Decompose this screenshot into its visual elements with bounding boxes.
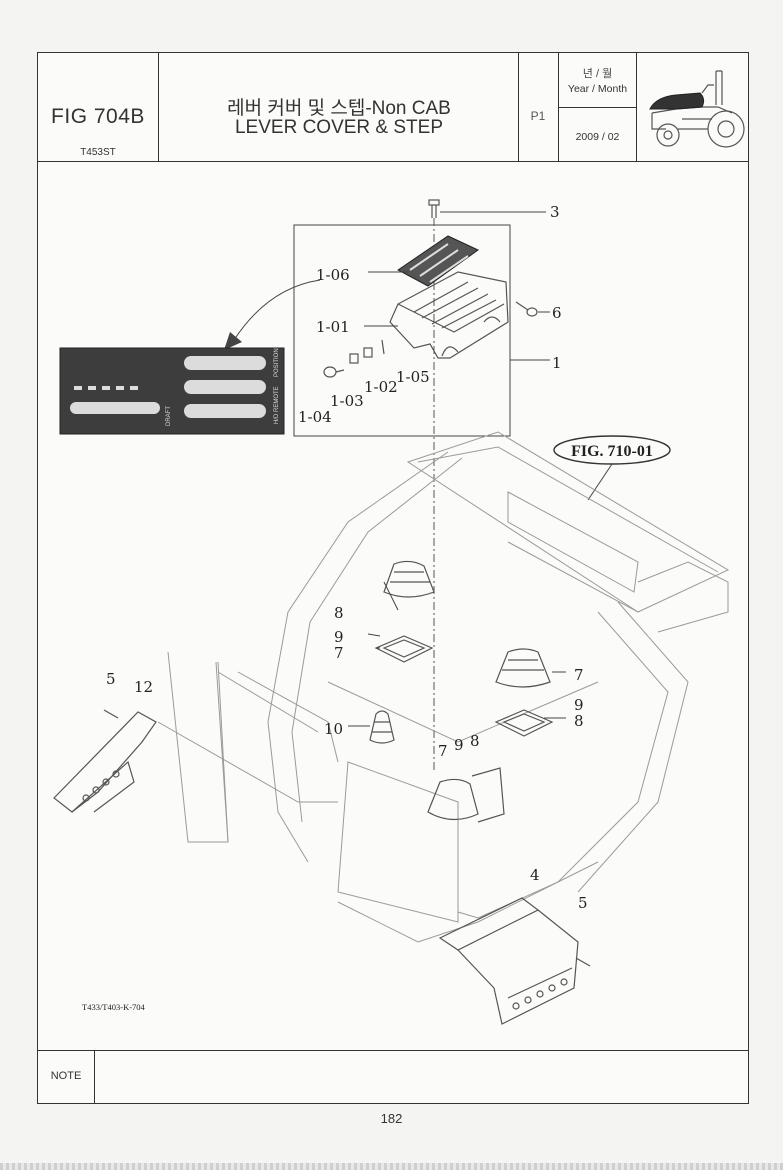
left-step-part (53, 709, 157, 813)
callout-9: 9 (454, 736, 464, 754)
header-col-divider (636, 53, 638, 161)
callout-1-03: 1-03 (330, 392, 364, 410)
callout-1-04: 1-04 (298, 408, 332, 426)
callout-9: 9 (574, 696, 584, 714)
figure-number: FIG 704B (51, 105, 145, 128)
tractor-icon (649, 70, 745, 148)
callout-7: 7 (334, 644, 344, 662)
callout-8: 8 (334, 604, 344, 622)
callout-1: 1 (552, 354, 562, 372)
callout-10: 10 (324, 720, 343, 738)
fig-reference-text: FIG. 710-01 (571, 443, 653, 460)
callout-6: 6 (552, 304, 562, 322)
title-english: LEVER COVER & STEP (234, 117, 443, 138)
callout-7: 7 (574, 666, 584, 684)
callout-12: 12 (134, 678, 153, 696)
title-korean: 레버 커버 및 스텝-Non CAB (227, 98, 451, 119)
year-month-label-korean: 년 / 월 (582, 68, 613, 80)
callout-5: 5 (106, 670, 116, 688)
note-label: NOTE (50, 1070, 82, 1082)
lever-boot-part (495, 648, 551, 688)
bolt-part (515, 301, 538, 317)
page-code: P1 (530, 109, 546, 123)
note-divider (38, 1050, 748, 1052)
decal-draft-label: DRAFT (166, 406, 172, 426)
small-boot-part (369, 710, 395, 744)
lever-guide-plate (397, 235, 479, 287)
parts-diagram: POSITION DRAFT H/D REMOTE FIG. 710-01 (53, 199, 730, 1025)
note-col-divider (94, 1050, 96, 1103)
callout-leaders (348, 211, 566, 727)
scan-edge (0, 1163, 783, 1170)
boot-seal-plate (494, 709, 554, 737)
lever-boot-part (383, 560, 435, 598)
drawing-code: T433/T403-K-704 (82, 1002, 146, 1012)
header-col-divider (558, 53, 560, 161)
decal-remote-label: H/D REMOTE (274, 386, 280, 424)
header-col-divider (158, 53, 160, 161)
callout-1-05: 1-05 (396, 368, 430, 386)
decal-arrow (233, 279, 321, 341)
boot-seal-plate (374, 635, 434, 663)
callout-1-06: 1-06 (316, 266, 350, 284)
callout-1-02: 1-02 (364, 378, 398, 396)
page-number: 182 (380, 1111, 403, 1126)
decal-position-label: POSITION (274, 348, 280, 377)
callout-5: 5 (578, 894, 588, 912)
lever-decal: POSITION DRAFT H/D REMOTE (59, 347, 285, 435)
year-month-value: 2009 / 02 (575, 131, 620, 143)
header-divider (38, 161, 748, 163)
model-code: T453ST (80, 147, 116, 158)
right-step-part (438, 897, 591, 1025)
callout-1-01: 1-01 (316, 318, 350, 336)
small-fastener-parts (323, 339, 385, 378)
arrow-head (224, 332, 242, 350)
callout-8: 8 (574, 712, 584, 730)
fig-reference: FIG. 710-01 (553, 435, 671, 501)
header-cell-divider (559, 107, 636, 108)
year-month-label: Year / Month (567, 83, 628, 95)
lever-cover (389, 271, 509, 359)
inset-box (293, 224, 511, 437)
callout-4: 4 (530, 866, 540, 884)
callout-7: 7 (438, 742, 448, 760)
page-frame: FIG 704B T453ST 레버 커버 및 스텝-Non CAB LEVER… (37, 52, 749, 1104)
callout-9: 9 (334, 628, 344, 646)
callout-3: 3 (550, 203, 560, 221)
bolt-part (428, 199, 440, 218)
fender-frame (157, 431, 730, 943)
header-col-divider (518, 53, 520, 161)
callout-8: 8 (470, 732, 480, 750)
lever-boot-part (427, 767, 505, 823)
